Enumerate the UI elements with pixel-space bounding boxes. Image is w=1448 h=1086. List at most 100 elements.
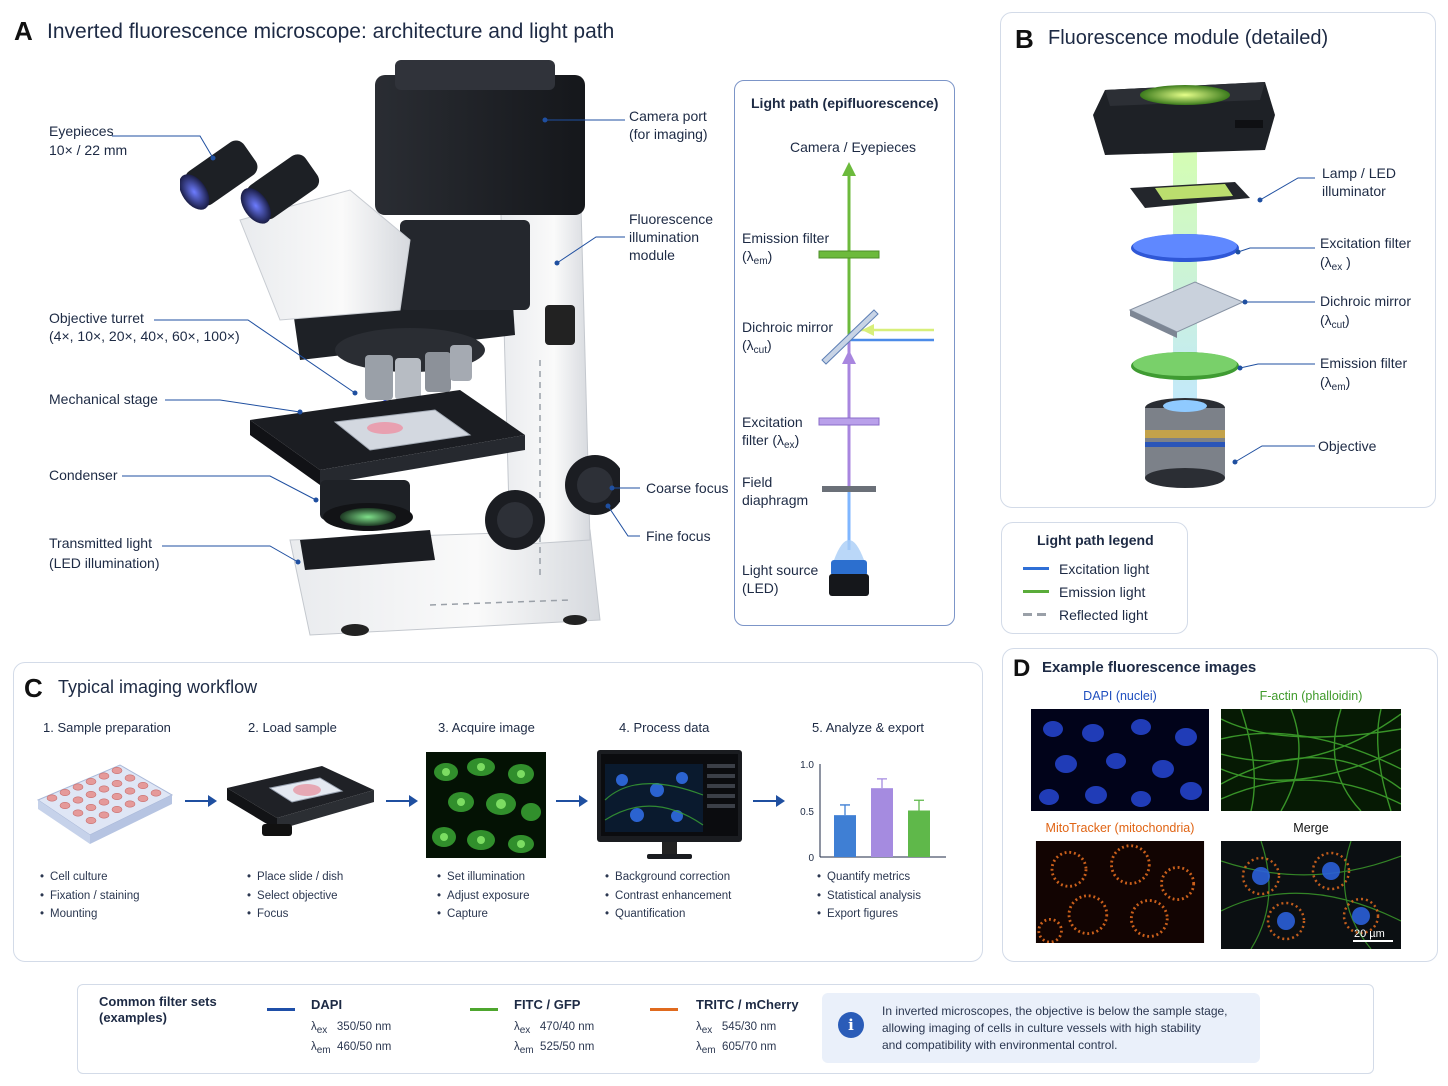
well: [124, 800, 136, 808]
panel-b-title: Fluorescence module (detailed): [1048, 27, 1329, 49]
label-fluor-module-2: illumination: [629, 229, 700, 245]
b-label-dichroic-sym: (λcut): [1320, 312, 1350, 331]
step-2-bullet: Select objective: [247, 887, 343, 906]
filter-fitc-name: FITC / GFP: [514, 997, 581, 1012]
image-title-factin: F-actin (phalloidin): [1259, 689, 1363, 703]
b-label-excitation-sym: (λex ): [1320, 254, 1351, 273]
chart-ytick-0: 0: [808, 853, 814, 864]
panel-a-title: Inverted fluorescence microscope: archit…: [47, 20, 615, 43]
b-label-lamp-1: Lamp / LED: [1322, 165, 1396, 181]
chart-bar: [834, 815, 856, 857]
info-text-2: allowing imaging of cells in culture ves…: [882, 1021, 1201, 1035]
acquired-image: [426, 752, 546, 858]
image-dapi: [1031, 709, 1209, 811]
well: [98, 772, 110, 780]
well: [85, 777, 97, 785]
b-label-emission: Emission filter: [1320, 355, 1408, 371]
label-coarse-focus: Coarse focus: [646, 480, 729, 496]
workflow-arrow-2: [386, 795, 418, 807]
label-fluor-module-3: module: [629, 247, 675, 263]
lp-excitation-1: Excitation: [742, 414, 803, 430]
label-condenser: Condenser: [49, 467, 118, 483]
well-plate-illustration: [36, 764, 174, 844]
step-1-bullets: Cell culture Fixation / staining Mountin…: [40, 868, 140, 924]
fluorescence-module-illustration: [1093, 82, 1275, 488]
step-1-bullet: Fixation / staining: [40, 887, 140, 906]
b-label-excitation: Excitation filter: [1320, 235, 1412, 251]
step-4-bullet: Background correction: [605, 868, 731, 887]
b-label-objective: Objective: [1318, 438, 1377, 454]
well: [72, 796, 84, 804]
well: [124, 787, 136, 795]
well: [111, 779, 123, 787]
chart-ytick-1: 0.5: [800, 807, 814, 818]
lp-dichroic-sym: (λcut): [742, 337, 772, 356]
well: [137, 781, 149, 789]
label-mechanical-stage: Mechanical stage: [49, 391, 158, 407]
well: [111, 805, 123, 813]
filter-sets-title-2: (examples): [99, 1010, 167, 1025]
well: [137, 794, 149, 802]
well: [59, 788, 71, 796]
image-title-dapi: DAPI (nuclei): [1083, 689, 1157, 703]
step-5-bullet: Statistical analysis: [817, 887, 921, 906]
microscope-illustration: [180, 60, 620, 636]
light-path-camera: Camera / Eyepieces: [790, 139, 917, 155]
step-4-title: 4. Process data: [619, 720, 710, 735]
workflow-arrow-1: [185, 795, 217, 807]
chart-error-bar: [914, 799, 924, 811]
filter-dapi-name: DAPI: [311, 997, 343, 1012]
chart-error-bar: [877, 778, 887, 789]
filter-dapi-swatch: [267, 1008, 295, 1011]
well: [85, 816, 97, 824]
step-1-bullet: Mounting: [40, 905, 140, 924]
label-transmitted-light: Transmitted light: [49, 535, 152, 551]
filter-tritc-em: λem 605/70 nm: [696, 1041, 777, 1056]
image-title-mitotracker: MitoTracker (mitochondria): [1045, 821, 1195, 835]
lp-emission-filter: Emission filter: [742, 230, 830, 246]
well: [72, 783, 84, 791]
panel-c-letter: C: [24, 673, 43, 703]
legend-reflected-line: [1023, 613, 1049, 616]
well: [98, 811, 110, 819]
scale-bar-label: 20 µm: [1354, 928, 1385, 940]
legend-emission-line: [1023, 590, 1049, 593]
light-path-title: Light path (epifluorescence): [751, 95, 939, 111]
lp-source-1: Light source: [742, 562, 819, 578]
lp-field-1: Field: [742, 474, 773, 490]
label-eyepieces-spec: 10× / 22 mm: [49, 142, 128, 158]
lp-field-2: diaphragm: [742, 492, 809, 508]
lp-excitation-2: filter (λex): [742, 432, 800, 451]
lp-source-2: (LED): [742, 580, 779, 596]
step-3-bullets: Set illumination Adjust exposure Capture: [437, 868, 530, 924]
image-merge: [1221, 841, 1401, 949]
legend-excitation-line: [1023, 567, 1049, 570]
well: [85, 803, 97, 811]
well: [111, 792, 123, 800]
chart-bar: [908, 810, 930, 857]
light-path-diagram: [818, 162, 934, 596]
panel-d-letter: D: [1013, 655, 1031, 682]
step-1-bullet: Cell culture: [40, 868, 140, 887]
step-5-bullets: Quantify metrics Statistical analysis Ex…: [817, 868, 921, 924]
step-2-bullet: Focus: [247, 905, 343, 924]
well: [85, 790, 97, 798]
lp-emission-filter-sym: (λem): [742, 248, 773, 267]
well: [98, 785, 110, 793]
step-3-bullet: Set illumination: [437, 868, 530, 887]
label-fine-focus: Fine focus: [646, 528, 711, 544]
image-mitotracker: [1035, 841, 1205, 943]
lp-dichroic: Dichroic mirror: [742, 319, 833, 335]
chart-bar: [871, 788, 893, 857]
legend-reflected-label: Reflected light: [1059, 607, 1148, 623]
step-4-bullet: Contrast enhancement: [605, 887, 731, 906]
chart-ytick-2: 1.0: [800, 760, 814, 771]
well: [124, 774, 136, 782]
filter-fitc-swatch: [470, 1008, 498, 1011]
label-eyepieces: Eyepieces: [49, 123, 114, 139]
well: [46, 794, 58, 802]
info-text-3: and compatibility with environmental con…: [882, 1038, 1118, 1052]
well: [59, 801, 71, 809]
filter-dapi-em: λem 460/50 nm: [311, 1041, 392, 1056]
label-camera-port: Camera port: [629, 108, 707, 124]
